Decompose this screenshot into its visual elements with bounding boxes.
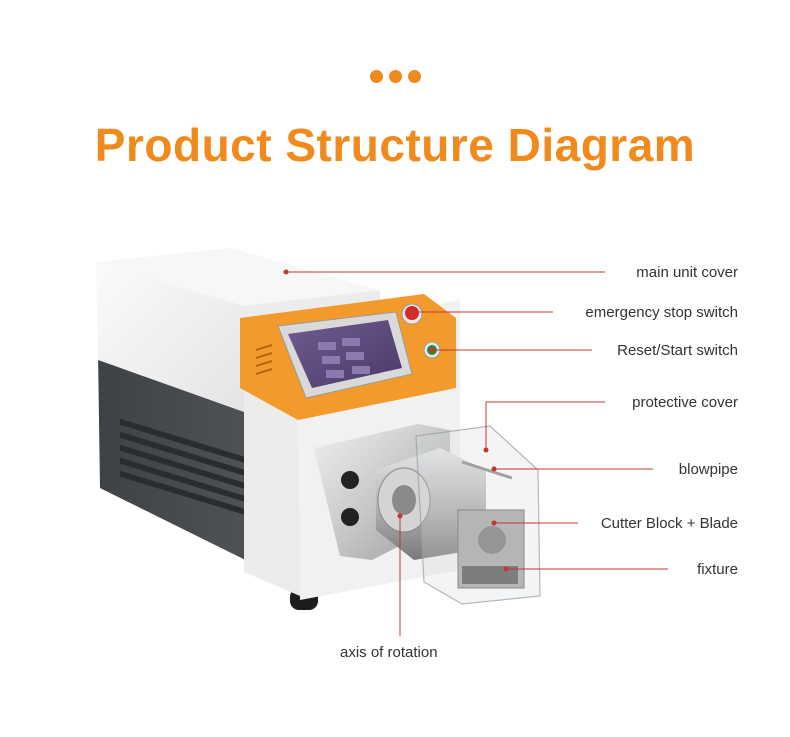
knob-icon — [341, 508, 359, 526]
dot-icon — [389, 70, 402, 83]
cylinder-hub — [392, 485, 416, 515]
vent-slots — [120, 418, 280, 526]
screen-ui-blocks — [318, 338, 370, 378]
decorative-dots — [370, 70, 422, 84]
label-blowpipe: blowpipe — [678, 461, 738, 478]
touch-screen — [288, 320, 402, 388]
blowpipe-tube — [461, 460, 513, 480]
label-emergency-stop-switch: emergency stop switch — [585, 304, 738, 321]
leader-lines — [283, 269, 668, 636]
clear-protective-cover — [415, 425, 541, 605]
panel-grille — [255, 344, 273, 375]
label-main-unit-cover: main unit cover — [636, 264, 738, 281]
dot-icon — [370, 70, 383, 83]
cutting-head — [314, 424, 541, 605]
label-cutter-block-blade: Cutter Block + Blade — [600, 515, 738, 532]
page-title: Product Structure Diagram — [94, 119, 696, 171]
knob-icon — [341, 471, 359, 489]
cover-top — [96, 248, 380, 306]
label-reset-start-switch: Reset/Start switch — [617, 342, 738, 359]
cover-side — [96, 262, 244, 412]
dot-icon — [408, 70, 421, 83]
blade-wheel-icon — [478, 526, 506, 554]
label-axis-of-rotation: axis of rotation — [340, 644, 438, 661]
label-fixture: fixture — [697, 561, 738, 578]
label-protective-cover: protective cover — [632, 394, 738, 411]
leader-protective-cover — [485, 401, 605, 450]
